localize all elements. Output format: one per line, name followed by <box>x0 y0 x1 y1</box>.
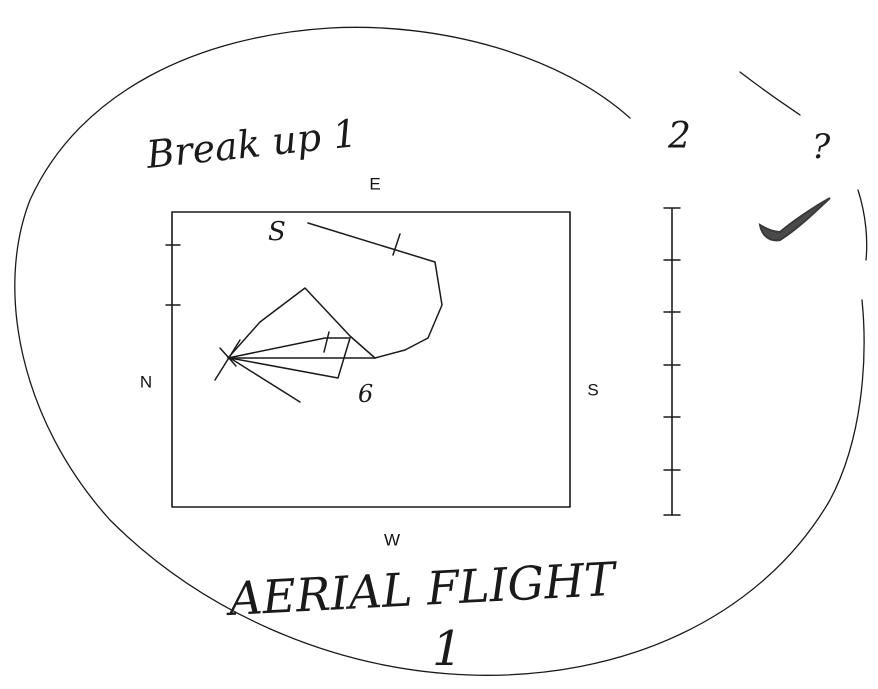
scale-bar <box>664 208 680 515</box>
path-start-label: S <box>268 217 286 247</box>
outer-oval-arc-right <box>740 72 800 115</box>
compass-east: E <box>369 174 380 193</box>
caption-number: 1 <box>432 621 463 677</box>
header-note: Break up 1 <box>143 111 359 177</box>
compass-north: N <box>140 372 152 391</box>
corner-mark-question: ? <box>812 127 831 167</box>
checkmark-icon <box>760 198 830 240</box>
corner-mark-2: 2 <box>667 116 691 157</box>
compass-south: S <box>587 380 598 399</box>
outer-oval-edge-right <box>858 190 867 260</box>
caption-title: AERIAL FLIGHT <box>224 552 620 627</box>
path-end-label: 6 <box>358 380 373 408</box>
flight-path <box>215 223 442 402</box>
compass-west: W <box>384 530 400 549</box>
